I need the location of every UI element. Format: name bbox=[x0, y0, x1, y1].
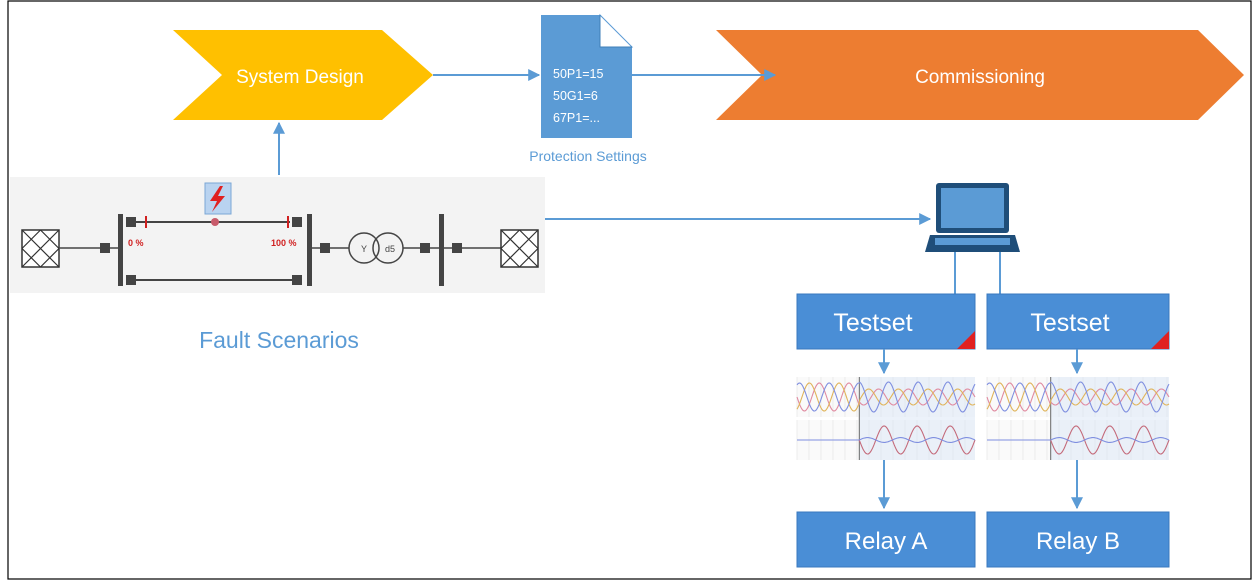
busbar-3 bbox=[439, 214, 444, 286]
fault-lightning-icon bbox=[204, 182, 232, 215]
single-line-diagram: 0 % 100 % Y d5 bbox=[10, 177, 545, 293]
settings-line-1: 50P1=15 bbox=[553, 67, 603, 81]
testset-1-label: Testset bbox=[833, 309, 912, 337]
settings-line-3: 67P1=... bbox=[553, 111, 600, 125]
laptop-icon bbox=[925, 183, 1020, 252]
commissioning-label: Commissioning bbox=[915, 67, 1045, 88]
waveform-plot-1 bbox=[796, 377, 976, 460]
percent-start-label: 0 % bbox=[128, 238, 144, 248]
settings-line-2: 50G1=6 bbox=[553, 89, 598, 103]
relay-b-label: Relay B bbox=[1036, 528, 1120, 555]
system-design-chevron: System Design bbox=[173, 30, 433, 120]
busbar-1 bbox=[118, 214, 123, 286]
commissioning-chevron: Commissioning bbox=[716, 30, 1244, 120]
protection-settings-caption: Protection Settings bbox=[529, 148, 647, 164]
relay-a-label: Relay A bbox=[845, 528, 928, 555]
testset-2-label: Testset bbox=[1030, 309, 1109, 337]
system-design-label: System Design bbox=[236, 67, 364, 88]
fault-scenarios-caption: Fault Scenarios bbox=[199, 327, 359, 353]
diagram-border bbox=[7, 0, 1252, 580]
transformer-primary-label: Y bbox=[361, 244, 367, 254]
busbar-2 bbox=[307, 214, 312, 286]
fault-location-marker bbox=[211, 218, 219, 226]
waveform-plot-2 bbox=[986, 377, 1170, 460]
protection-settings-document: 50P1=15 50G1=6 67P1=... bbox=[541, 13, 634, 138]
relay-b-box: Relay B bbox=[986, 511, 1170, 568]
testset-2-box: Testset bbox=[986, 293, 1170, 350]
testset-1-box: Testset bbox=[796, 293, 976, 350]
percent-end-label: 100 % bbox=[271, 238, 297, 248]
transformer-secondary-label: d5 bbox=[385, 244, 395, 254]
relay-a-box: Relay A bbox=[796, 511, 976, 568]
